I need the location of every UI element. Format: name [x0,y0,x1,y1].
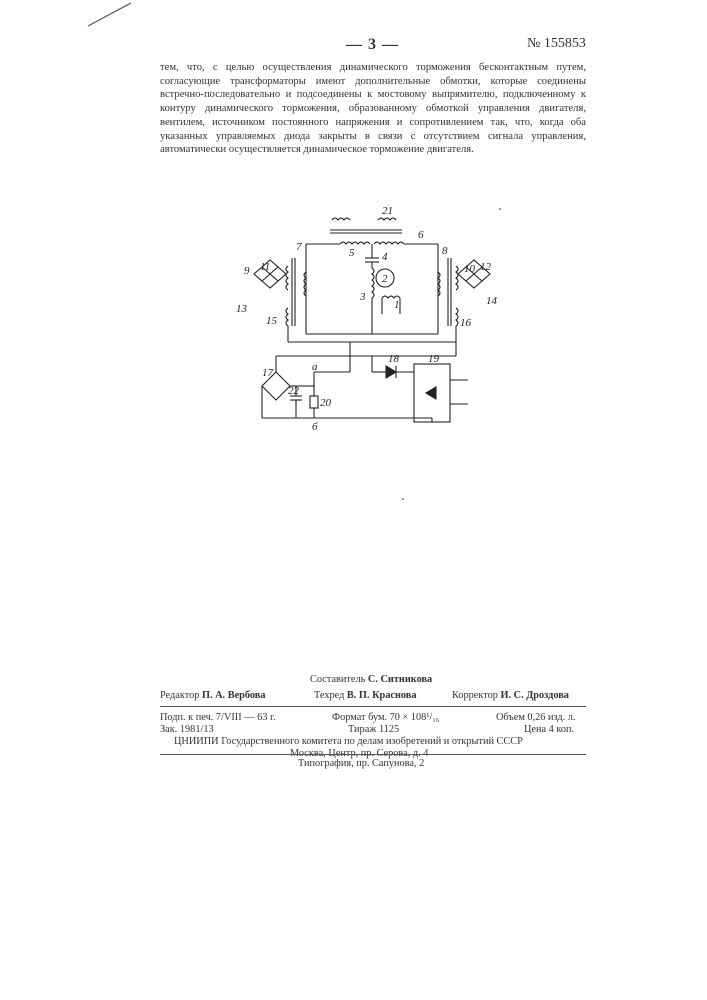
divider-rule [160,754,586,755]
printing-house: Типография, пр. Сапунова, 2 [298,758,424,769]
label-19: 19 [428,353,440,365]
divider-rule [160,706,586,707]
stray-dot [402,498,404,500]
label-6: 6 [418,229,424,241]
label-17: 17 [262,367,274,379]
label-5: 5 [349,247,355,259]
price: Цена 4 коп. [524,724,574,735]
label-16: 16 [460,317,472,329]
label-10: 10 [464,263,476,275]
label-3: 3 [359,291,366,303]
label-21: 21 [382,205,393,217]
page-number: — 3 — [346,36,399,54]
paper-format: Формат бум. 70 × 108¹/₁₆ [332,712,439,723]
label-20: 20 [320,397,332,409]
techred-line: Техред В. П. Краснова [314,690,417,701]
institute: ЦНИИПИ Государственного комитета по дела… [174,736,523,747]
label-a: а [312,361,318,373]
label-18: 18 [388,353,400,365]
label-14: 14 [486,295,498,307]
corrector-line: Корректор И. С. Дроздова [452,690,569,701]
pen-stroke-mark [0,0,140,40]
editor-line: Редактор П. А. Вербова [160,690,265,701]
label-2: 2 [382,273,388,285]
signed-date: Подп. к печ. 7/VIII — 63 г. [160,712,276,723]
order-number: Зак. 1981/13 [160,724,214,735]
volume: Объем 0,26 изд. л. [496,712,576,723]
printing-line: Типография, пр. Сапунова, 2 [160,758,590,774]
label-b: б [312,421,318,433]
circulation: Тираж 1125 [348,724,399,735]
label-13: 13 [236,303,248,315]
claim-text: тем, что, с целью осуществления динамиче… [160,61,586,157]
label-9: 9 [244,265,250,277]
patent-number: № 155853 [527,36,586,52]
label-11: 11 [260,261,270,273]
circuit-diagram: 1 2 3 4 5 6 7 8 9 10 11 12 13 14 15 16 1… [232,196,532,436]
label-22: 22 [288,385,300,397]
label-15: 15 [266,315,278,327]
label-1: 1 [394,299,400,311]
label-12: 12 [480,261,492,273]
label-7: 7 [296,241,302,253]
label-8: 8 [442,245,448,257]
compiler-line: Составитель С. Ситникова [310,674,432,685]
label-4: 4 [382,251,388,263]
stray-dot [499,208,501,210]
